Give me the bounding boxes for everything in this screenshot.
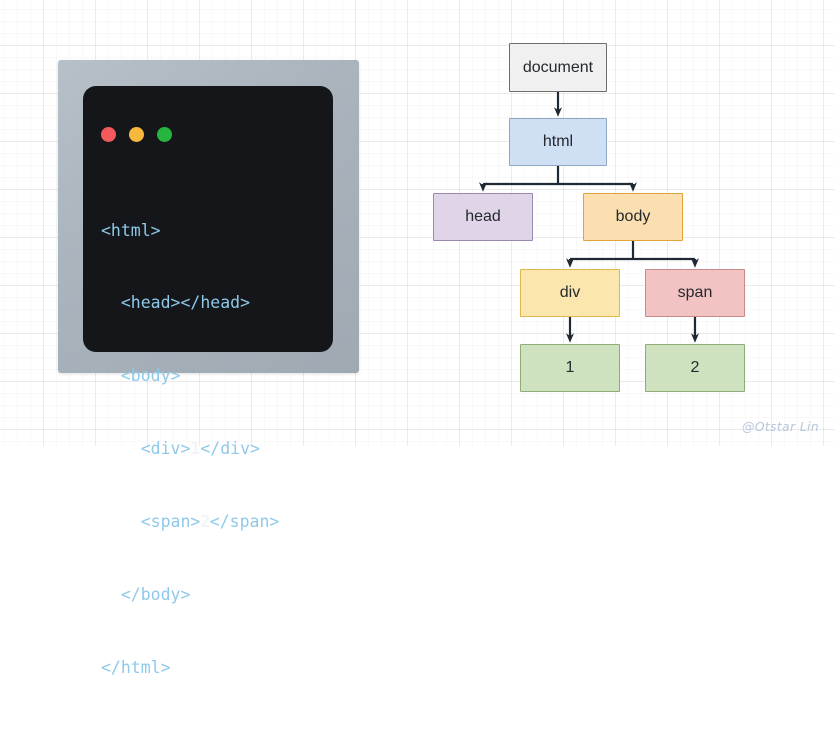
tree-node-html[interactable]: html <box>509 118 607 166</box>
tree-node-document-label: document <box>522 58 594 76</box>
dom-tree-edges <box>479 92 699 343</box>
tree-node-body-label: body <box>615 208 651 225</box>
tree-node-head[interactable]: head <box>433 193 533 241</box>
edge-html-branchbar <box>483 166 633 186</box>
tree-node-text-two-label: 2 <box>690 359 700 376</box>
code-line-6: </body> <box>101 585 191 605</box>
tree-node-span[interactable]: span <box>645 269 745 317</box>
minimize-dot-icon[interactable] <box>129 127 144 142</box>
edge-body-branchbar <box>570 241 695 261</box>
code-line-1: <html> <box>101 220 161 240</box>
code-line-5: <span>2</span> <box>101 512 280 532</box>
maximize-dot-icon[interactable] <box>157 127 172 142</box>
code-line-2: <head></head> <box>101 293 251 313</box>
tree-node-div-label: div <box>559 284 581 301</box>
tree-node-document[interactable]: document <box>509 43 607 92</box>
diagram-canvas: <html> <head></head> <body> <div>1</div>… <box>0 0 835 677</box>
tree-node-html-label: html <box>542 133 574 150</box>
watermark: @Otstar Lin <box>741 419 819 434</box>
close-dot-icon[interactable] <box>101 127 116 142</box>
tree-node-span-label: span <box>677 284 713 301</box>
tree-node-text-one[interactable]: 1 <box>520 344 620 392</box>
tree-node-div[interactable]: div <box>520 269 620 317</box>
tree-node-text-two[interactable]: 2 <box>645 344 745 392</box>
window-traffic-lights <box>101 127 172 142</box>
tree-node-text-one-label: 1 <box>565 359 575 376</box>
code-line-3: <body> <box>101 366 181 386</box>
code-line-7: </html> <box>101 657 171 677</box>
tree-node-head-label: head <box>465 208 501 225</box>
tree-node-body[interactable]: body <box>583 193 683 241</box>
